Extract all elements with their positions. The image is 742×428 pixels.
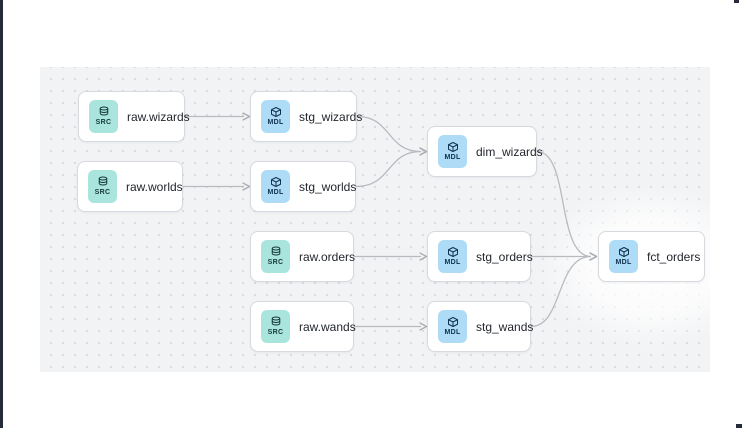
node-label: stg_orders	[476, 249, 533, 264]
node-raw.wands[interactable]: SRC raw.wands	[250, 301, 356, 352]
model-badge: MDL	[261, 170, 290, 203]
node-raw.worlds[interactable]: SRC raw.worlds	[77, 161, 183, 212]
model-badge: MDL	[438, 135, 467, 168]
node-stg_wizards[interactable]: MDL stg_wizards	[250, 91, 362, 142]
model-badge: MDL	[261, 100, 290, 133]
model-badge: MDL	[609, 240, 638, 273]
database-icon	[270, 316, 282, 328]
badge-label: MDL	[444, 329, 461, 336]
badge-label: MDL	[267, 119, 284, 126]
window-edge-bar	[0, 0, 3, 428]
model-badge: MDL	[438, 240, 467, 273]
node-label: raw.orders	[299, 249, 356, 264]
cube-icon	[447, 141, 459, 153]
node-label: stg_worlds	[299, 179, 357, 194]
badge-label: SRC	[267, 329, 284, 336]
source-badge: SRC	[261, 310, 290, 343]
badge-label: MDL	[444, 259, 461, 266]
badge-label: MDL	[267, 189, 284, 196]
badge-label: SRC	[94, 189, 111, 196]
node-raw.wizards[interactable]: SRC raw.wizards	[78, 91, 190, 142]
database-icon	[270, 246, 282, 258]
source-badge: SRC	[89, 100, 118, 133]
node-stg_wands[interactable]: MDL stg_wands	[427, 301, 534, 352]
badge-label: SRC	[95, 119, 112, 126]
badge-label: MDL	[615, 259, 632, 266]
badge-label: MDL	[444, 154, 461, 161]
model-badge: MDL	[438, 310, 467, 343]
node-fct_orders[interactable]: MDL fct_orders	[598, 231, 705, 282]
cube-icon	[618, 246, 630, 258]
node-label: raw.wizards	[127, 109, 190, 124]
corner-speck	[736, 424, 742, 428]
node-dim_wizards[interactable]: MDL dim_wizards	[427, 126, 543, 177]
source-badge: SRC	[261, 240, 290, 273]
node-stg_orders[interactable]: MDL stg_orders	[427, 231, 533, 282]
node-label: dim_wizards	[476, 144, 543, 159]
node-label: stg_wands	[476, 319, 534, 334]
cube-icon	[270, 176, 282, 188]
node-label: raw.worlds	[126, 179, 183, 194]
node-label: raw.wands	[299, 319, 356, 334]
node-raw.orders[interactable]: SRC raw.orders	[250, 231, 356, 282]
cube-icon	[447, 316, 459, 328]
database-icon	[97, 176, 109, 188]
cube-icon	[447, 246, 459, 258]
node-stg_worlds[interactable]: MDL stg_worlds	[250, 161, 356, 212]
node-label: stg_wizards	[299, 109, 363, 124]
badge-label: SRC	[267, 259, 284, 266]
node-label: fct_orders	[647, 249, 701, 264]
corner-speck	[734, 0, 739, 3]
cube-icon	[270, 106, 282, 118]
database-icon	[98, 106, 110, 118]
source-badge: SRC	[88, 170, 117, 203]
